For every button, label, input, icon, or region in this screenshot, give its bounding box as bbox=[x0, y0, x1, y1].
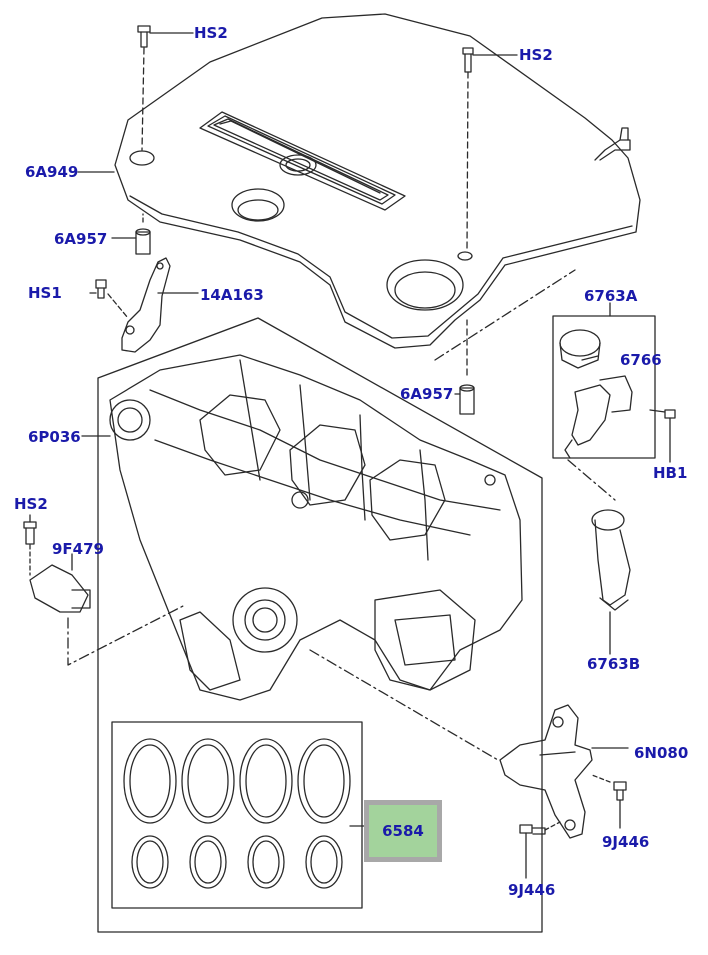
label-hs1: HS1 bbox=[28, 284, 62, 302]
label-hb1: HB1 bbox=[653, 464, 688, 482]
label-6763a: 6763A bbox=[584, 287, 638, 305]
bolt-hs2-top-right bbox=[462, 47, 518, 251]
label-hs2-sensor: HS2 bbox=[14, 495, 48, 513]
bracket-14a163 bbox=[89, 257, 199, 353]
label-6a957-right: 6A957 bbox=[400, 385, 454, 403]
label-9j446-bottom: 9J446 bbox=[508, 881, 556, 899]
label-6766: 6766 bbox=[620, 351, 662, 369]
sensor-9f479 bbox=[23, 514, 186, 666]
label-6p036: 6P036 bbox=[28, 428, 81, 446]
label-14a163: 14A163 bbox=[200, 286, 264, 304]
label-6a957-left: 6A957 bbox=[54, 230, 108, 248]
highlighted-part-6584[interactable]: 6584 bbox=[364, 800, 442, 862]
intake-manifold bbox=[109, 354, 523, 701]
label-6n080: 6N080 bbox=[634, 744, 689, 762]
mount-bracket-6n080 bbox=[309, 649, 629, 879]
label-hs2-top-right: HS2 bbox=[519, 46, 553, 64]
cap-group bbox=[552, 302, 676, 501]
label-6763b: 6763B bbox=[587, 655, 641, 673]
stud-left bbox=[111, 213, 151, 255]
bolt-hs2-top-left bbox=[137, 25, 194, 151]
stud-right bbox=[434, 269, 576, 415]
breather-hose bbox=[591, 509, 631, 655]
label-6a949: 6A949 bbox=[25, 163, 79, 181]
label-hs2-top-left: HS2 bbox=[194, 24, 228, 42]
label-9j446-right: 9J446 bbox=[602, 833, 650, 851]
label-6584: 6584 bbox=[382, 822, 424, 840]
leader-lines bbox=[77, 171, 599, 437]
gasket-set bbox=[111, 721, 371, 909]
assembly-frame bbox=[97, 317, 543, 933]
engine-cover bbox=[114, 13, 641, 349]
label-9f479: 9F479 bbox=[52, 540, 104, 558]
